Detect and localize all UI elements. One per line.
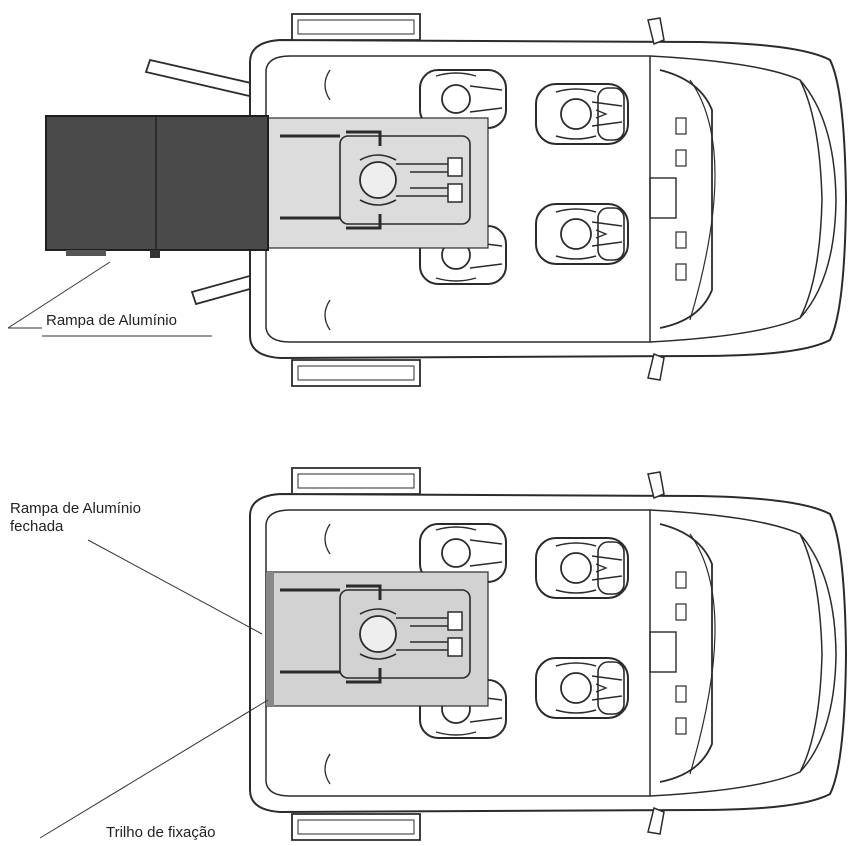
label-ramp-open: Rampa de Alumínio [46,312,177,329]
rear-door-upper [144,58,266,100]
leader-line-rail [39,699,269,839]
label-ramp-closed-line1: Rampa de Alumínio [10,500,141,517]
van-top-view-closed [250,468,846,840]
fixing-rail [280,588,340,674]
label-ramp-closed-line2: fechada [10,518,64,535]
ramp-hinge [150,250,160,258]
fixing-rail [280,134,340,220]
van-top-view-open [7,14,846,386]
ramp-edge [66,250,106,256]
label-fixing-rail: Trilho de fixação [106,824,216,841]
leader-line-ramp [7,261,111,329]
aluminium-ramp-open [45,115,269,251]
leader-line-ramp-closed [87,539,263,635]
